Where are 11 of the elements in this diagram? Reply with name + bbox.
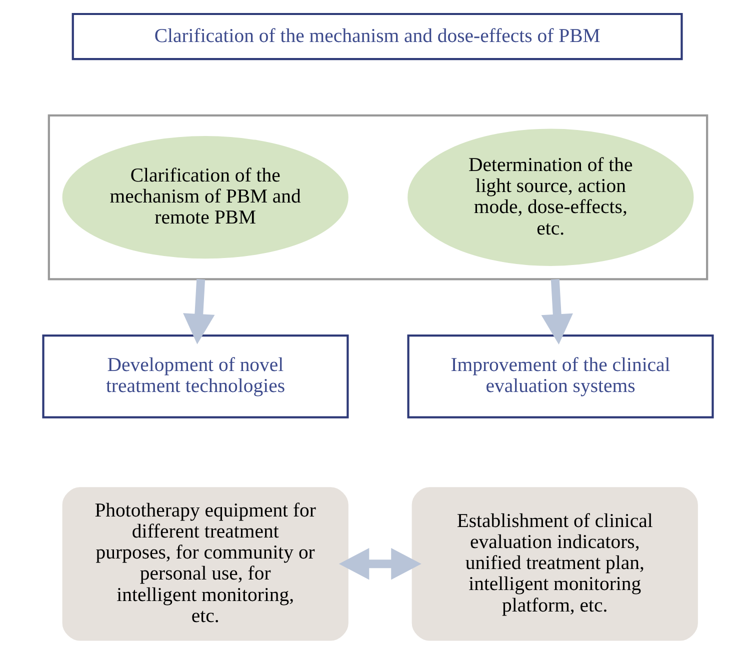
node-box: Clarification of the mechanism and dose-effects of PBM [71, 12, 682, 60]
arrow [540, 278, 572, 344]
arrow [338, 548, 421, 580]
node-box: Phototherapy equipment for different treatment purposes, for community or personal use, for intelligent monitoring, etc. [62, 487, 348, 641]
node-ellipse: Clarification of the mechanism of PBM and remote PBM [62, 136, 348, 259]
arrow [182, 278, 214, 344]
node-box: Development of novel treatment technologies [42, 334, 348, 418]
cluster [47, 114, 708, 280]
node-box: Improvement of the clinical evaluation systems [406, 334, 714, 418]
node-box: Establishment of clinical evaluation indicators, unified treatment plan, intelligent monitoring platform, etc. [411, 487, 698, 641]
node-ellipse: Determination of the light source, action mode, dose-effects, etc. [407, 128, 694, 266]
